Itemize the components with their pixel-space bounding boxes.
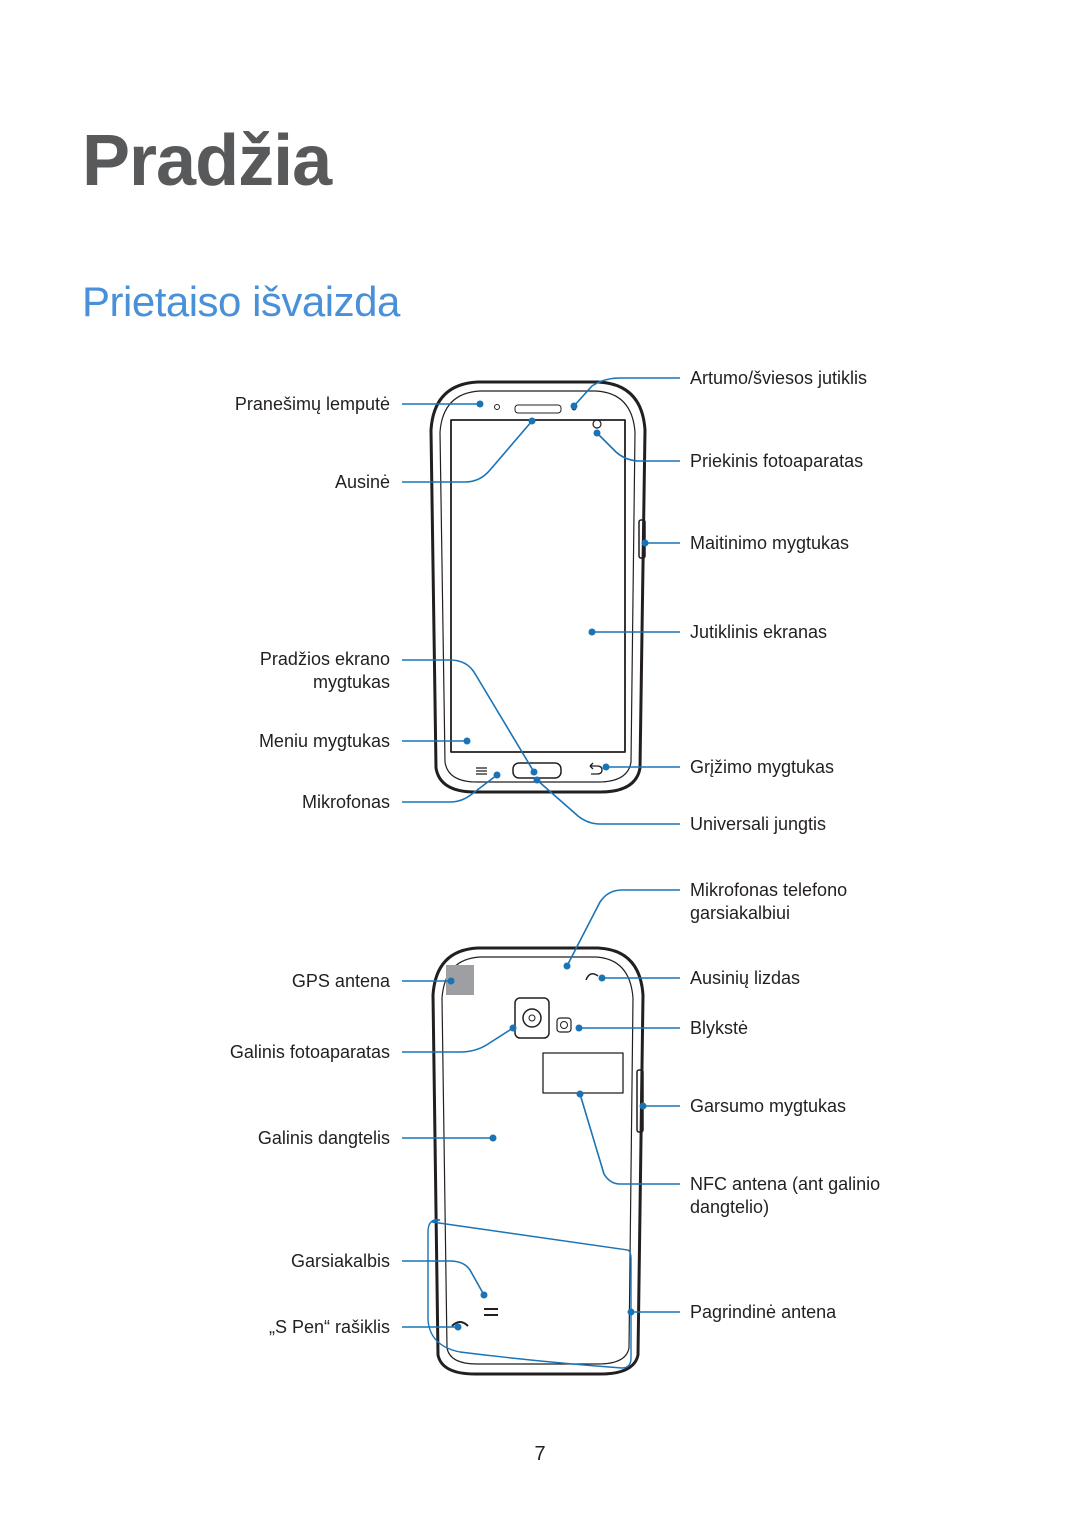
touch-screen xyxy=(450,419,626,753)
label-speakerphone-mic-line-1: Mikrofonas telefono xyxy=(690,880,848,900)
flash xyxy=(556,1017,572,1033)
power-button-key xyxy=(638,519,646,559)
label-gps-antenna: GPS antena xyxy=(291,971,390,991)
earpiece-grille xyxy=(514,404,562,414)
callout-home-button xyxy=(402,659,535,773)
label-home-button: Pradžios ekrano mygtukas xyxy=(260,648,390,694)
back-button xyxy=(589,762,603,775)
volume-button-key xyxy=(636,1069,644,1133)
label-nfc-antenna-line-1: NFC antena (ant galinio xyxy=(690,1174,881,1194)
menu-button xyxy=(476,767,487,775)
label-main-antenna: Pagrindinė antena xyxy=(690,1302,837,1322)
callout-nfc-antenna xyxy=(579,1093,680,1185)
chapter-title: Pradžia xyxy=(82,121,332,201)
label-back-button: Grįžimo mygtukas xyxy=(690,757,835,777)
label-volume-button: Garsumo mygtukas xyxy=(690,1096,847,1116)
label-menu-button: Meniu mygtukas xyxy=(258,731,390,751)
notification-led xyxy=(494,404,500,410)
label-proximity-sensor: Artumo/šviesos jutiklis xyxy=(690,368,868,388)
label-home-button-line-1: Pradžios ekrano xyxy=(259,649,390,669)
back-device-drawing xyxy=(431,946,645,1376)
label-speaker: Garsiakalbis xyxy=(290,1251,390,1271)
label-power-button: Maitinimo mygtukas xyxy=(690,533,850,553)
label-touch-screen: Jutiklinis ekranas xyxy=(690,622,828,642)
front-device-drawing xyxy=(429,380,647,794)
label-rear-camera: Galinis fotoaparatas xyxy=(229,1042,390,1062)
label-microphone: Mikrofonas xyxy=(301,792,390,812)
label-home-button-line-2: mygtukas xyxy=(312,672,390,692)
callout-rear-camera xyxy=(402,1027,514,1053)
main-antenna-outline xyxy=(427,1219,632,1369)
headset-jack xyxy=(585,973,599,981)
label-speakerphone-mic-line-2: garsiakalbiui xyxy=(690,903,791,923)
label-notification-led: Pranešimų lemputė xyxy=(234,394,390,414)
callout-proximity-sensor xyxy=(573,377,680,407)
label-back-cover: Galinis dangtelis xyxy=(257,1128,390,1148)
s-pen-slot xyxy=(451,1321,469,1327)
callout-multipurpose-jack xyxy=(536,779,680,825)
callout-lines xyxy=(402,377,680,1369)
label-s-pen: „S Pen“ rašiklis xyxy=(268,1317,390,1337)
section-title: Prietaiso išvaizda xyxy=(82,278,400,325)
rear-camera-module xyxy=(514,997,550,1039)
callout-speakerphone-mic xyxy=(566,889,680,967)
nfc-antenna-area xyxy=(542,1052,624,1094)
label-multipurpose-jack: Universali jungtis xyxy=(690,814,827,834)
label-nfc-antenna: NFC antena (ant galinio dangtelio) xyxy=(690,1173,880,1219)
label-earpiece: Ausinė xyxy=(334,472,390,492)
callout-microphone xyxy=(402,774,498,803)
label-front-camera: Priekinis fotoaparatas xyxy=(690,451,864,471)
callout-front-camera xyxy=(596,432,680,462)
label-headset-jack: Ausinių lizdas xyxy=(690,968,801,988)
speaker-grille xyxy=(484,1308,498,1316)
callout-earpiece xyxy=(402,420,533,483)
callout-dots xyxy=(447,400,649,1331)
front-camera xyxy=(592,419,602,429)
label-speakerphone-mic: Mikrofonas telefono garsiakalbiui xyxy=(690,879,847,925)
callout-speaker xyxy=(402,1260,485,1296)
page-number: 7 xyxy=(534,1443,546,1465)
label-nfc-antenna-line-2: dangtelio) xyxy=(690,1197,770,1217)
label-flash: Blykstė xyxy=(690,1018,749,1038)
